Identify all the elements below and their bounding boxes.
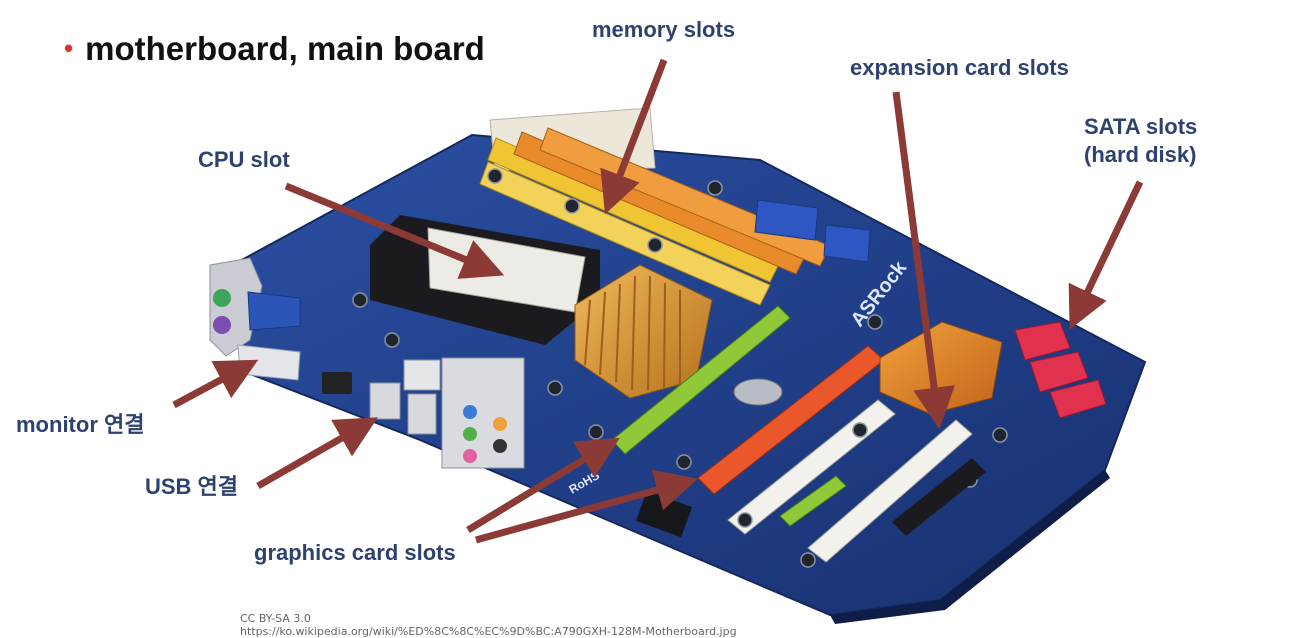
- usb-port-stack: [369, 382, 401, 420]
- label-graphics-card-slots: graphics card slots: [254, 540, 456, 565]
- audio-jack: [463, 405, 477, 419]
- arrow-monitor: [172, 359, 259, 409]
- audio-jack: [493, 439, 507, 453]
- audio-jack: [493, 417, 507, 431]
- arrow-graphics-2: [475, 469, 698, 544]
- audio-panel: [441, 357, 525, 469]
- credit-license: CC BY-SA 3.0: [240, 612, 311, 625]
- southbridge-heatsink: [879, 321, 1003, 415]
- ide-connector: [754, 199, 819, 241]
- sata-connector: [1029, 351, 1089, 393]
- cmos-battery: [733, 378, 783, 406]
- ide-connector-2: [823, 224, 871, 263]
- label-monitor: monitor 연결: [16, 412, 145, 437]
- credit-url[interactable]: https://ko.wikipedia.org/wiki/%ED%8C%8C%…: [240, 625, 737, 638]
- arrow-expansion: [892, 91, 955, 430]
- arrow-memory: [600, 58, 668, 215]
- ethernet-port: [403, 359, 441, 391]
- sata-connector: [1049, 379, 1107, 419]
- label-usb: USB 연결: [145, 474, 239, 499]
- label-cpu-slot: CPU slot: [198, 147, 290, 172]
- arrow-graphics-1: [466, 437, 620, 533]
- arrow-sata: [1068, 180, 1144, 330]
- ps2-port-purple: [213, 316, 231, 334]
- pcie-slot-green: [611, 305, 791, 455]
- sata-connector: [1014, 321, 1071, 361]
- ide-black-connector: [892, 458, 986, 536]
- usb-port-stack-2: [407, 393, 437, 435]
- capacitors: [352, 168, 1008, 568]
- label-expansion-card-slots: expansion card slots: [850, 55, 1069, 80]
- label-sata-hard-disk: (hard disk): [1084, 142, 1197, 167]
- vga-port: [247, 291, 301, 331]
- slide-title: • motherboard, main board: [64, 30, 485, 68]
- audio-jack: [463, 427, 477, 441]
- label-sata-slots: SATA slots: [1084, 114, 1198, 139]
- arrow-usb: [256, 417, 379, 490]
- hdmi-port: [322, 372, 352, 394]
- ps2-port-green: [213, 289, 231, 307]
- pcie-slot-small: [779, 475, 847, 527]
- title-bullet: •: [64, 33, 74, 63]
- audio-jack: [463, 449, 477, 463]
- pci-slot-white: [807, 419, 973, 563]
- memory-slot-yellow: [479, 161, 771, 306]
- arrow-cpu: [284, 182, 505, 279]
- label-memory-slots: memory slots: [592, 17, 736, 42]
- slide-title-text: motherboard, main board: [85, 30, 485, 67]
